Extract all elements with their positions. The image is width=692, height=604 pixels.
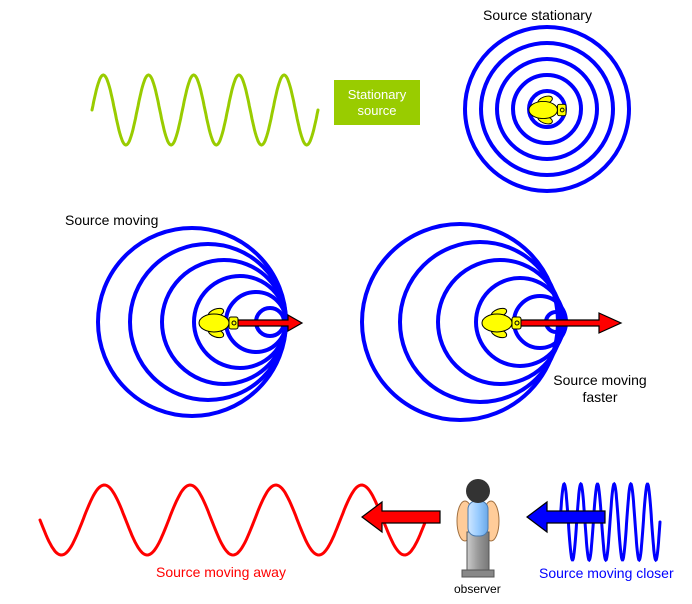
observer-head [466,479,490,503]
source-head [511,316,522,330]
observer-feet [461,569,495,578]
stationary-wave [90,73,320,147]
source-head [556,103,567,117]
wavefront-ring-stationary [495,57,599,161]
source-head [228,316,239,330]
source-moving-away-label: Source moving away [156,564,286,580]
away-wave [38,483,428,557]
wavefront-ring-stationary [511,73,583,145]
velocity-arrow-faster [519,312,623,334]
sound-source [198,307,239,339]
source-moving-label: Source moving [65,212,159,228]
source-moving-closer-label: Source moving closer [539,565,674,581]
away-arrow [361,500,441,534]
source-body [528,100,558,120]
closer-arrow [526,500,606,534]
observer-legs [466,531,490,573]
source-eye [231,320,237,326]
wavefront-ring-stationary [479,41,615,177]
observer-label: observer [454,582,501,596]
sound-source [481,307,522,339]
observer-torso [467,500,489,537]
source-body [481,313,513,333]
velocity-arrow [237,313,304,333]
stationary-source-badge: Stationary source [334,80,420,125]
sound-source [528,95,567,125]
source-body [198,313,230,333]
source-eye [559,107,565,113]
source-stationary-label: Source stationary [483,7,592,23]
source-moving-faster-label: Source moving faster [553,372,647,405]
wavefront-ring-stationary [463,25,631,193]
source-eye [514,320,520,326]
